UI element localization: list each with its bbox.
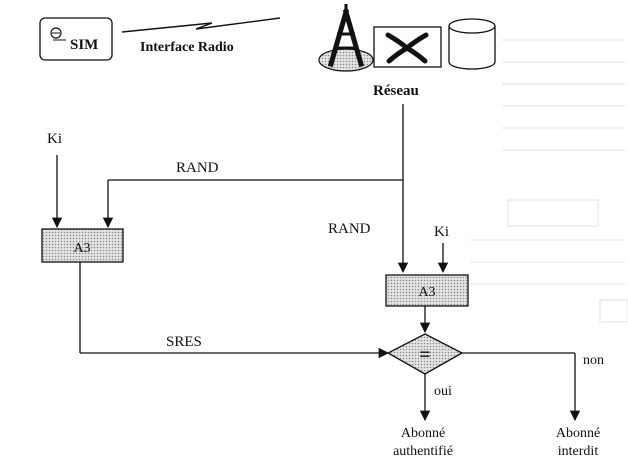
rand-mid-label: RAND xyxy=(328,221,371,237)
radio-label: Interface Radio xyxy=(140,40,234,55)
no-label: non xyxy=(583,353,604,368)
flow-lines xyxy=(51,104,581,422)
result-authenticated: Abonné authentifié xyxy=(393,426,453,459)
a3-right-label: A3 xyxy=(418,285,435,300)
sim-card: SIM xyxy=(39,17,113,61)
rand-top-label: RAND xyxy=(176,160,219,176)
result-forbidden: Abonné interdit xyxy=(556,426,600,459)
network: Réseau xyxy=(318,4,496,99)
ki-left-label: Ki xyxy=(47,131,62,147)
database-cylinder-icon xyxy=(448,18,496,70)
forbidden-line1: Abonné xyxy=(556,426,600,441)
sim-card-icon xyxy=(50,27,66,41)
authenticated-line2: authentifié xyxy=(393,444,453,459)
a3-left-label: A3 xyxy=(73,241,90,256)
radio-interface: Interface Radio xyxy=(121,17,281,55)
sim-label: SIM xyxy=(70,37,98,53)
a3-left-block: A3 xyxy=(41,228,124,263)
bleed-through-text xyxy=(470,39,628,323)
yes-label: oui xyxy=(434,384,452,399)
radio-link-zigzag xyxy=(121,17,281,33)
forbidden-line2: interdit xyxy=(558,444,599,459)
ki-right-label: Ki xyxy=(434,224,449,240)
sres-label: SRES xyxy=(166,334,202,350)
switch-x-icon xyxy=(373,26,442,68)
a3-right-block: A3 xyxy=(385,274,469,307)
compare-diamond: = xyxy=(386,333,464,375)
network-label: Réseau xyxy=(373,83,419,99)
radio-antenna-icon xyxy=(318,4,374,72)
compare-label: = xyxy=(419,344,430,366)
authenticated-line1: Abonné xyxy=(401,426,445,441)
